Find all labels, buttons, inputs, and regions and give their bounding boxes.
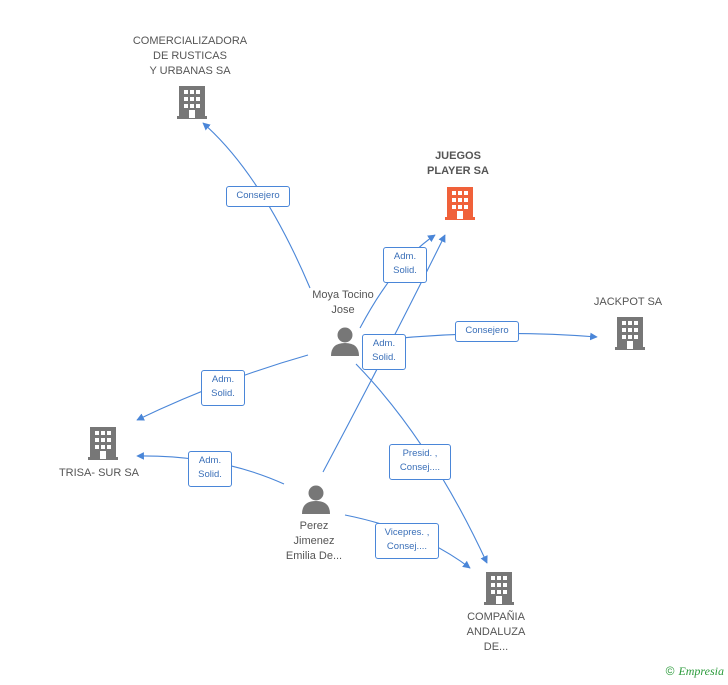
node-label-comercializadora[interactable]: COMERCIALIZADORA DE RUSTICAS Y URBANAS S… <box>132 35 248 77</box>
edge-label-adm-solid[interactable]: Adm. Solid. <box>362 334 406 370</box>
edge-label-vicepres-consej[interactable]: Vicepres. , Consej.... <box>375 523 439 559</box>
edge-label-consejero[interactable]: Consejero <box>455 321 519 342</box>
building-icon[interactable] <box>615 317 645 350</box>
building-icon[interactable] <box>88 427 118 460</box>
node-label-trisa-sur[interactable]: TRISA- SUR SA <box>58 467 140 479</box>
edge-label-presid-consej[interactable]: Presid. , Consej.... <box>389 444 451 480</box>
edge-label-consejero[interactable]: Consejero <box>226 186 290 207</box>
node-label-compania-andaluza[interactable]: COMPAÑIA ANDALUZA DE... <box>466 611 526 653</box>
node-label-perez-jimenez[interactable]: Perez Jimenez Emilia De... <box>285 520 343 562</box>
edge-label-adm-solid[interactable]: Adm. Solid. <box>383 247 427 283</box>
node-label-juegos-player[interactable]: JUEGOS PLAYER SA <box>427 150 489 177</box>
node-label-jackpot[interactable]: JACKPOT SA <box>593 296 663 308</box>
person-icon[interactable] <box>331 327 359 357</box>
footer-brand: ©Empresia <box>666 664 724 679</box>
building-icon[interactable] <box>177 86 207 119</box>
building-icon-main[interactable] <box>445 187 475 220</box>
edge-label-adm-solid[interactable]: Adm. Solid. <box>188 451 232 487</box>
brand-name: Empresia <box>678 664 724 678</box>
edge-label-adm-solid[interactable]: Adm. Solid. <box>201 370 245 406</box>
node-label-moya-tocino[interactable]: Moya Tocino Jose <box>312 289 374 316</box>
person-icon[interactable] <box>302 485 330 515</box>
building-icon[interactable] <box>484 572 514 605</box>
copyright-symbol: © <box>665 664 675 678</box>
